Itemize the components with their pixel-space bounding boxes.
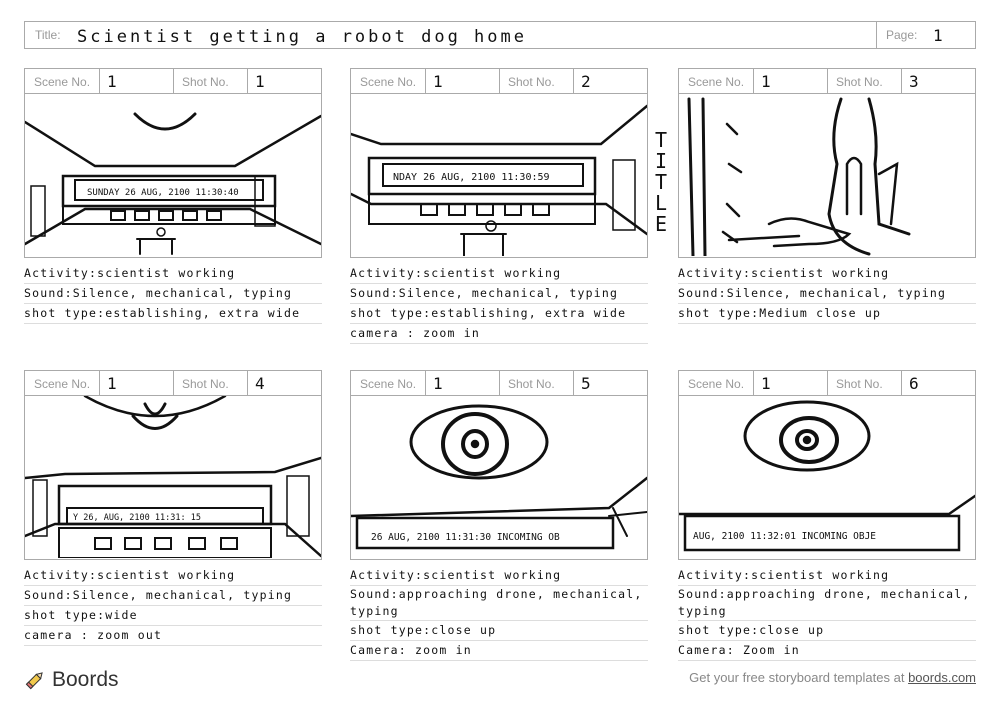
storyboard-title: Scientist getting a robot dog home: [77, 27, 527, 47]
sketch-frame: NDAY 26 AUG, 2100 11:30:59: [350, 94, 648, 258]
shot-label: Shot No.: [508, 75, 555, 89]
screen-closeup-incoming-sketch: AUG, 2100 11:32:01 INCOMING OBJE: [679, 400, 975, 552]
panel-notes: Activity:scientist working Sound:Silence…: [678, 264, 976, 324]
note-line: shot type:close up: [350, 621, 648, 641]
page-box: Page: 1: [876, 22, 975, 48]
sketch-frame: 26 AUG, 2100 11:31:30 INCOMING OB: [350, 396, 648, 560]
note-line: Sound:Silence, mechanical, typing: [678, 284, 976, 304]
shot-number: 1: [255, 72, 265, 91]
scene-number: 1: [433, 374, 443, 393]
side-title-text: TITLE: [654, 128, 668, 236]
shot-number: 2: [581, 72, 591, 91]
note-line: Activity:scientist working: [678, 566, 976, 586]
shot-number: 3: [909, 72, 919, 91]
shot-label: Shot No.: [182, 377, 229, 391]
note-line: shot type:wide: [24, 606, 322, 626]
screen-text: SUNDAY 26 AUG, 2100 11:30:40: [87, 188, 239, 198]
note-line: Activity:scientist working: [24, 566, 322, 586]
scene-number: 1: [761, 374, 771, 393]
panel-header: Scene No. 1 Shot No. 3: [678, 68, 976, 94]
scene-label: Scene No.: [360, 75, 417, 89]
storyboard-panel: Scene No. 1 Shot No. 5 26 AUG, 2100 11:3…: [350, 370, 648, 661]
page-label: Page:: [886, 28, 918, 42]
scene-label: Scene No.: [688, 75, 745, 89]
screen-text: AUG, 2100 11:32:01 INCOMING OBJE: [693, 531, 876, 542]
note-line: camera : zoom out: [24, 626, 322, 646]
note-line: Sound:Silence, mechanical, typing: [350, 284, 648, 304]
note-line: Activity:scientist working: [678, 264, 976, 284]
shot-label: Shot No.: [836, 75, 883, 89]
panel-header: Scene No. 1 Shot No. 4: [24, 370, 322, 396]
note-line: Sound:Silence, mechanical, typing: [24, 284, 322, 304]
hand-closeup-sketch: [687, 97, 911, 256]
screen-closeup-sketch: 26 AUG, 2100 11:31:30 INCOMING OB: [351, 404, 647, 550]
sketch-frame: SUNDAY 26 AUG, 2100 11:30:40: [24, 94, 322, 258]
storyboard-panel: Scene No. 1 Shot No. 6 AUG, 2100 11:32:0…: [678, 370, 976, 661]
footer: Get your free storyboard templates at bo…: [689, 670, 976, 685]
sketch-frame: [678, 94, 976, 258]
storyboard-panel: Scene No. 1 Shot No. 2 NDAY 26 AUG, 2100…: [350, 68, 648, 344]
note-line: shot type:Medium close up: [678, 304, 976, 324]
lab-wide-out-sketch: Y 26, AUG, 2100 11:31: 15: [25, 396, 321, 558]
footer-link[interactable]: boords.com: [908, 670, 976, 685]
title-label: Title:: [35, 28, 61, 42]
shot-label: Shot No.: [836, 377, 883, 391]
panel-header: Scene No. 1 Shot No. 1: [24, 68, 322, 94]
note-line: Camera: zoom in: [350, 641, 648, 661]
lab-wide-sketch: SUNDAY 26 AUG, 2100 11:30:40: [25, 112, 321, 255]
brand-name: Boords: [52, 668, 119, 691]
panel-header: Scene No. 1 Shot No. 5: [350, 370, 648, 396]
scene-number: 1: [107, 72, 117, 91]
scene-number: 1: [761, 72, 771, 91]
scene-label: Scene No.: [360, 377, 417, 391]
panel-notes: Activity:scientist working Sound:approac…: [678, 566, 976, 661]
scene-number: 1: [107, 374, 117, 393]
storyboard-panel: Scene No. 1 Shot No. 4 Y 26, AUG, 2100 1…: [24, 370, 322, 646]
note-line: Sound:approaching drone, mechanical, typ…: [678, 586, 976, 621]
sketch-frame: Y 26, AUG, 2100 11:31: 15: [24, 396, 322, 560]
shot-number: 5: [581, 374, 591, 393]
scene-label: Scene No.: [688, 377, 745, 391]
storyboard-panel: Scene No. 1 Shot No. 3 Activity:scientis…: [678, 68, 976, 324]
panel-notes: Activity:scientist working Sound:Silence…: [24, 264, 322, 324]
panel-notes: Activity:scientist working Sound:Silence…: [350, 264, 648, 344]
scene-number: 1: [433, 72, 443, 91]
note-line: camera : zoom in: [350, 324, 648, 344]
shot-label: Shot No.: [508, 377, 555, 391]
note-line: Activity:scientist working: [350, 566, 648, 586]
panel-notes: Activity:scientist working Sound:approac…: [350, 566, 648, 661]
note-line: shot type:close up: [678, 621, 976, 641]
sketch-frame: AUG, 2100 11:32:01 INCOMING OBJE: [678, 396, 976, 560]
vertical-title: TITLE: [650, 130, 672, 235]
boords-logo: Boords: [24, 668, 119, 692]
shot-number: 4: [255, 374, 265, 393]
screen-text: 26 AUG, 2100 11:31:30 INCOMING OB: [371, 532, 560, 543]
title-bar: Title: Scientist getting a robot dog hom…: [24, 21, 976, 49]
screen-text: NDAY 26 AUG, 2100 11:30:59: [393, 172, 550, 183]
panel-notes: Activity:scientist working Sound:Silence…: [24, 566, 322, 646]
note-line: Sound:Silence, mechanical, typing: [24, 586, 322, 606]
storyboard-panel: Scene No. 1 Shot No. 1 SUNDAY 26 AUG, 21…: [24, 68, 322, 324]
screen-text: Y 26, AUG, 2100 11:31: 15: [73, 513, 201, 523]
scene-label: Scene No.: [34, 75, 91, 89]
lab-zoom-sketch: NDAY 26 AUG, 2100 11:30:59: [351, 104, 647, 256]
panel-header: Scene No. 1 Shot No. 6: [678, 370, 976, 396]
note-line: shot type:establishing, extra wide: [350, 304, 648, 324]
note-line: shot type:establishing, extra wide: [24, 304, 322, 324]
note-line: Camera: Zoom in: [678, 641, 976, 661]
panel-header: Scene No. 1 Shot No. 2: [350, 68, 648, 94]
note-line: Activity:scientist working: [24, 264, 322, 284]
shot-number: 6: [909, 374, 919, 393]
note-line: Activity:scientist working: [350, 264, 648, 284]
shot-label: Shot No.: [182, 75, 229, 89]
page-number: 1: [933, 26, 943, 45]
pencil-icon: [25, 672, 43, 690]
scene-label: Scene No.: [34, 377, 91, 391]
footer-text: Get your free storyboard templates at: [689, 670, 905, 685]
note-line: Sound:approaching drone, mechanical, typ…: [350, 586, 648, 621]
